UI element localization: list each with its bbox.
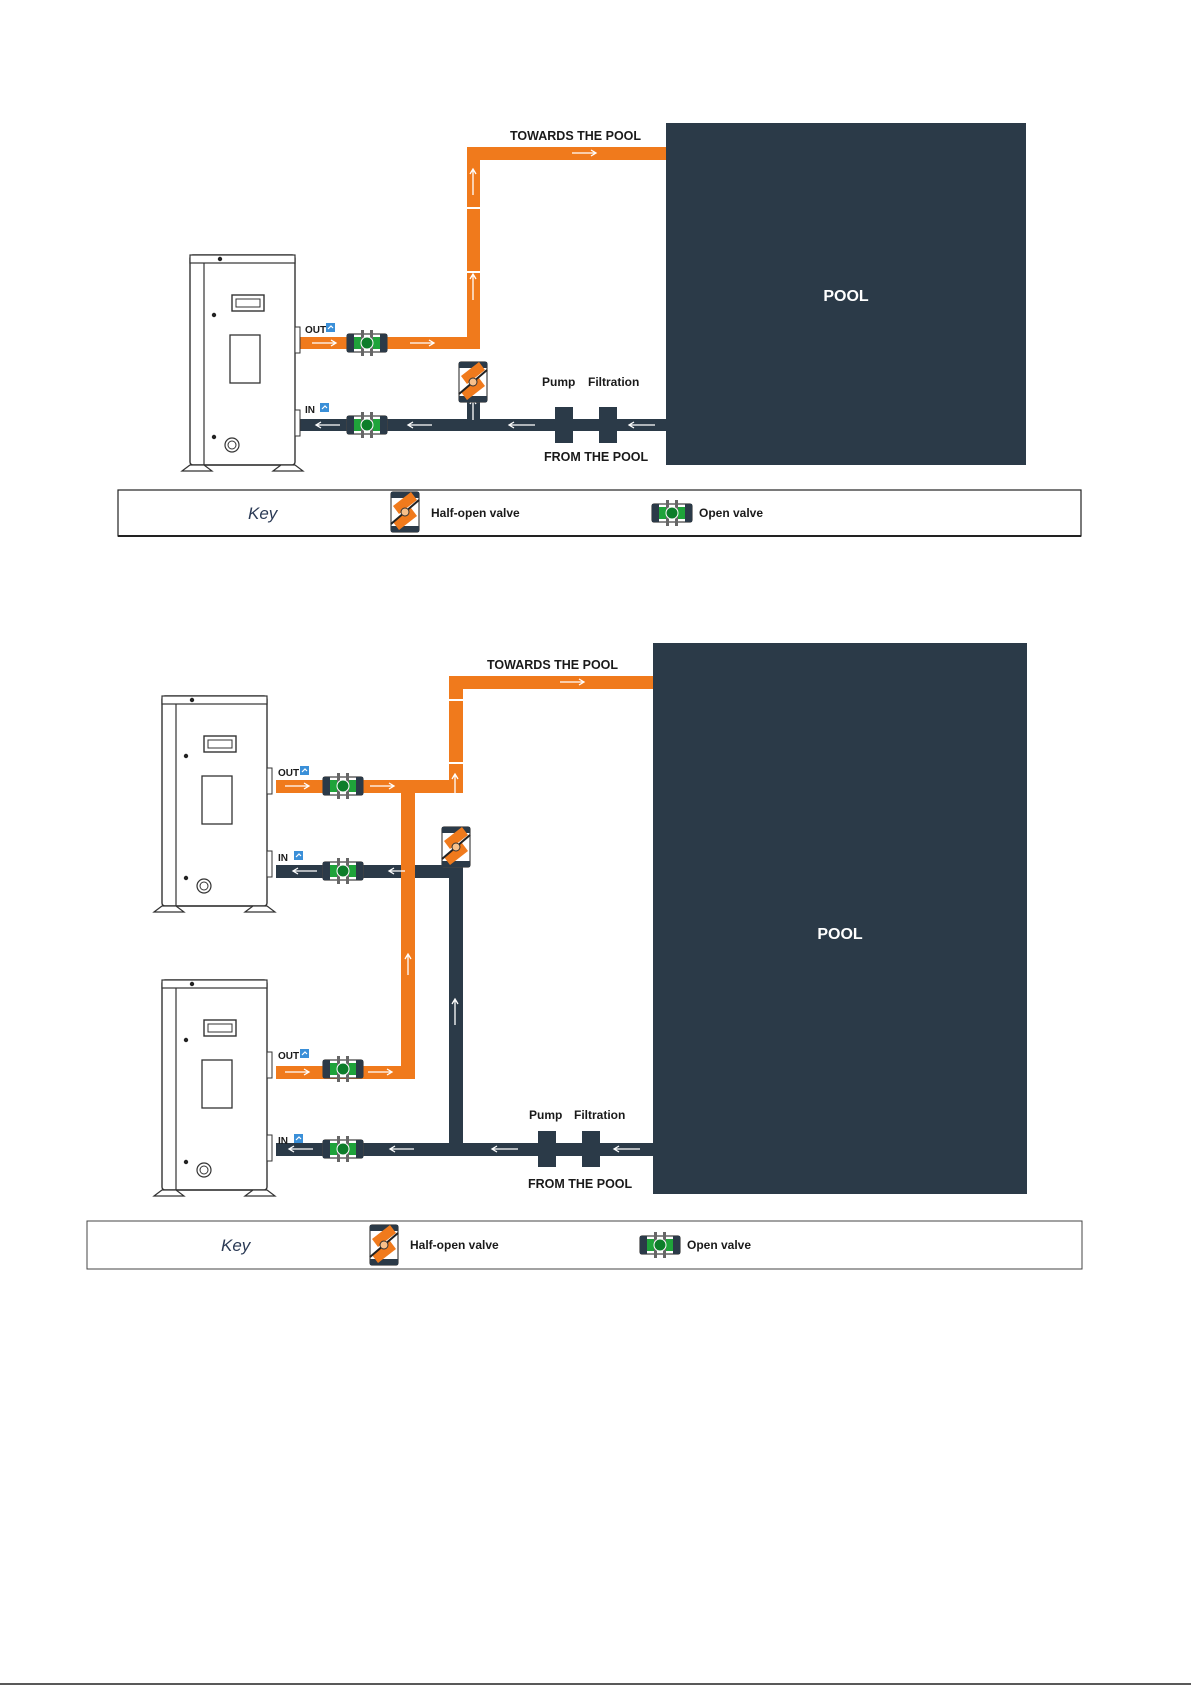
diagram-single-heat-pump: POOL bbox=[118, 123, 1081, 536]
pool-label-1: POOL bbox=[823, 288, 869, 305]
open-valve-out-1[interactable] bbox=[347, 330, 387, 356]
key-box-1: Key Half-open valve Open valve bbox=[118, 490, 1081, 536]
in-label-1: IN bbox=[305, 405, 315, 416]
key-box-2: Key Half-open valve Open valve bbox=[87, 1221, 1082, 1269]
pump-label-2: Pump bbox=[529, 1108, 562, 1122]
pump-filtration-1 bbox=[555, 407, 617, 443]
diagram-two-heat-pumps: POOL bbox=[87, 643, 1082, 1269]
in-badge-icon-2a bbox=[294, 851, 303, 860]
towards-label-2: TOWARDS THE POOL bbox=[487, 658, 618, 672]
filtration-label-1: Filtration bbox=[588, 375, 639, 389]
filtration-label-2: Filtration bbox=[574, 1108, 625, 1122]
key-title-1: Key bbox=[248, 504, 279, 523]
key-open-valve-icon-2 bbox=[640, 1232, 680, 1258]
out-label-2a: OUT bbox=[278, 768, 299, 779]
out-label-1: OUT bbox=[305, 325, 326, 336]
half-open-valve-bypass-2[interactable] bbox=[442, 827, 470, 867]
key-title-2: Key bbox=[221, 1236, 252, 1255]
pump-label-1: Pump bbox=[542, 375, 575, 389]
key-half-open-label-2: Half-open valve bbox=[410, 1238, 499, 1252]
half-open-valve-bypass-1[interactable] bbox=[459, 362, 487, 402]
key-half-open-label-1: Half-open valve bbox=[431, 506, 520, 520]
key-half-open-valve-icon-2 bbox=[370, 1225, 398, 1265]
key-open-label-2: Open valve bbox=[687, 1238, 751, 1252]
open-valve-in-2a[interactable] bbox=[323, 858, 363, 884]
key-open-label-1: Open valve bbox=[699, 506, 763, 520]
from-label-1: FROM THE POOL bbox=[544, 450, 649, 464]
in-badge-icon-2b bbox=[294, 1134, 303, 1143]
pump-filtration-2 bbox=[538, 1131, 600, 1167]
out-badge-icon-2a bbox=[300, 766, 309, 775]
pool-2 bbox=[653, 643, 1027, 1194]
out-label-2b: OUT bbox=[278, 1051, 299, 1062]
open-valve-out-2b[interactable] bbox=[323, 1056, 363, 1082]
heat-pump-unit-2b bbox=[154, 980, 275, 1196]
in-badge-icon-1 bbox=[320, 403, 329, 412]
out-badge-icon-1 bbox=[326, 323, 335, 332]
open-valve-in-2b[interactable] bbox=[323, 1136, 363, 1162]
pool-label-2: POOL bbox=[817, 926, 863, 943]
open-valve-out-2a[interactable] bbox=[323, 773, 363, 799]
heat-pump-unit-2a bbox=[154, 696, 275, 912]
in-label-2b: IN bbox=[278, 1136, 288, 1147]
out-badge-icon-2b bbox=[300, 1049, 309, 1058]
towards-label-1: TOWARDS THE POOL bbox=[510, 129, 641, 143]
key-half-open-valve-icon-1 bbox=[391, 492, 419, 532]
from-label-2: FROM THE POOL bbox=[528, 1177, 633, 1191]
in-label-2a: IN bbox=[278, 853, 288, 864]
key-open-valve-icon-1 bbox=[652, 500, 692, 526]
open-valve-in-1[interactable] bbox=[347, 412, 387, 438]
hot-pipe-1 bbox=[295, 147, 666, 349]
